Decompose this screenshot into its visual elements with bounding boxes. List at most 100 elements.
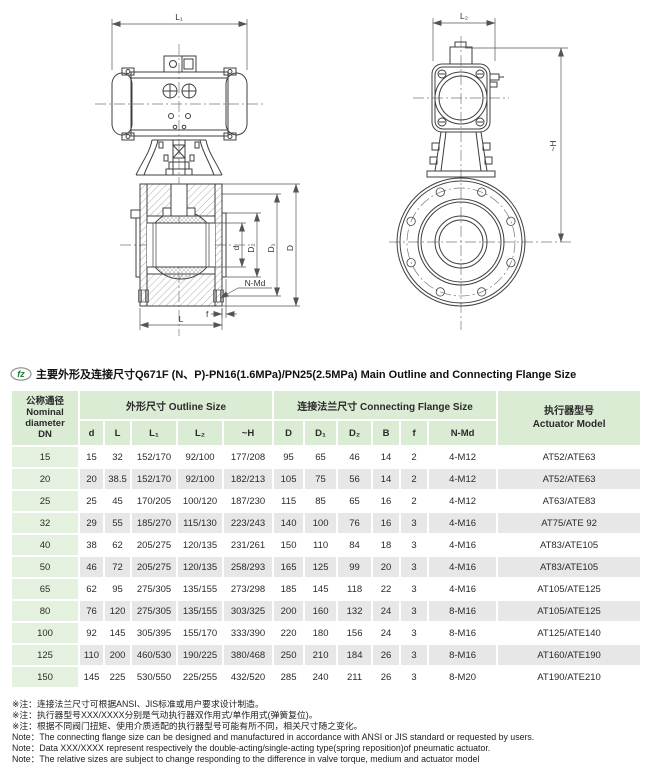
value-cell: 275/305 — [130, 599, 178, 623]
dim-label-d1: D₁ — [266, 243, 276, 252]
note-line: ※注：根据不同阀门扭矩、使用介质适配的执行器型号可能有所不同，相关尺寸随之变化。 — [12, 720, 363, 731]
outline-size-group-header: 外形尺寸 Outline Size — [77, 389, 275, 421]
value-cell: 156 — [336, 621, 374, 645]
value-cell: 84 — [336, 533, 374, 557]
value-cell: 170/205 — [130, 489, 178, 513]
brand-logo-text: fz — [17, 369, 25, 379]
value-cell: AT125/ATE140 — [496, 621, 643, 645]
value-cell: 211 — [336, 665, 374, 689]
flange-face — [396, 177, 526, 307]
value-cell: 26 — [371, 643, 402, 667]
value-cell: AT52/ATE63 — [496, 445, 643, 469]
value-cell: 145 — [78, 665, 105, 689]
value-cell: 46 — [336, 445, 374, 469]
value-cell: 190/225 — [176, 643, 224, 667]
value-cell: 3 — [399, 621, 430, 645]
dn-cell: 25 — [10, 489, 80, 513]
value-cell: 3 — [399, 511, 430, 535]
value-cell: 56 — [336, 467, 374, 491]
dim-label-d: d — [231, 245, 241, 250]
value-cell: 99 — [336, 555, 374, 579]
value-cell: 4-M16 — [427, 555, 499, 579]
value-cell: 180 — [303, 621, 339, 645]
value-cell: 20 — [371, 555, 402, 579]
dn-cell: 80 — [10, 599, 80, 623]
value-cell: 8-M16 — [427, 599, 499, 623]
value-cell: 333/390 — [221, 621, 275, 645]
value-cell: 275/305 — [130, 577, 178, 601]
value-cell: 62 — [78, 577, 105, 601]
value-cell: 160 — [303, 599, 339, 623]
value-cell: 4-M16 — [427, 533, 499, 557]
value-cell: 22 — [371, 577, 402, 601]
value-cell: 92/100 — [176, 445, 224, 469]
column-header: B — [371, 419, 402, 447]
value-cell: 182/213 — [221, 467, 275, 491]
value-cell: 92 — [78, 621, 105, 645]
value-cell: 132 — [336, 599, 374, 623]
value-cell: 303/325 — [221, 599, 275, 623]
dim-label-nmd: N-Md — [245, 278, 266, 288]
actuator-column-header: 执行器型号 Actuator Model — [496, 389, 643, 447]
value-cell: 155/170 — [176, 621, 224, 645]
value-cell: 205/275 — [130, 533, 178, 557]
value-cell: 285 — [272, 665, 306, 689]
value-cell: 135/155 — [176, 577, 224, 601]
value-cell: 3 — [399, 555, 430, 579]
value-cell: 200 — [272, 599, 306, 623]
column-header: D₂ — [336, 419, 374, 447]
dim-label-l1: L₁ — [175, 12, 183, 22]
dim-label-h: ~H — [548, 140, 558, 151]
value-cell: 432/520 — [221, 665, 275, 689]
value-cell: 220 — [272, 621, 306, 645]
value-cell: 14 — [371, 467, 402, 491]
value-cell: 530/550 — [130, 665, 178, 689]
value-cell: 65 — [336, 489, 374, 513]
value-cell: 20 — [78, 467, 105, 491]
value-cell: 145 — [103, 621, 132, 645]
value-cell: 125 — [303, 555, 339, 579]
value-cell: 185 — [272, 577, 306, 601]
value-cell: 205/275 — [130, 555, 178, 579]
value-cell: 120 — [103, 599, 132, 623]
valve-front-view-drawing: L₁ d D₂ D₁ D N-Md f L — [95, 12, 300, 336]
value-cell: 115/130 — [176, 511, 224, 535]
value-cell: 273/298 — [221, 577, 275, 601]
note-line: Note：The relative sizes are subject to c… — [12, 753, 480, 764]
pneumatic-actuator — [111, 55, 248, 141]
value-cell: 110 — [78, 643, 105, 667]
front-dimensions — [111, 19, 300, 330]
value-cell: 105 — [272, 467, 306, 491]
value-cell: 2 — [399, 445, 430, 469]
dn-cell: 100 — [10, 621, 80, 645]
value-cell: AT75/ATE 92 — [496, 511, 643, 535]
value-cell: 187/230 — [221, 489, 275, 513]
value-cell: 120/135 — [176, 555, 224, 579]
value-cell: 4-M12 — [427, 445, 499, 469]
value-cell: AT190/ATE210 — [496, 665, 643, 689]
dn-column-header: 公称通径 Nominal diameter DN — [10, 389, 80, 447]
notes: ※注：连接法兰尺寸可根据ANSI、JIS标准或用户要求设计制造。※注：执行器型号… — [12, 699, 534, 765]
value-cell: 165 — [272, 555, 306, 579]
value-cell: 38.5 — [103, 467, 132, 491]
value-cell: 225 — [103, 665, 132, 689]
value-cell: 150 — [272, 533, 306, 557]
dim-label-dd: D — [285, 245, 295, 251]
value-cell: 8-M20 — [427, 665, 499, 689]
value-cell: 16 — [371, 511, 402, 535]
value-cell: 100 — [303, 511, 339, 535]
valve-side-view-drawing: L₂ ~H — [389, 11, 571, 330]
value-cell: AT83/ATE105 — [496, 533, 643, 557]
column-header: D — [272, 419, 306, 447]
value-cell: 76 — [78, 599, 105, 623]
value-cell: 14 — [371, 445, 402, 469]
mounting-bracket — [135, 139, 223, 176]
value-cell: 62 — [103, 533, 132, 557]
